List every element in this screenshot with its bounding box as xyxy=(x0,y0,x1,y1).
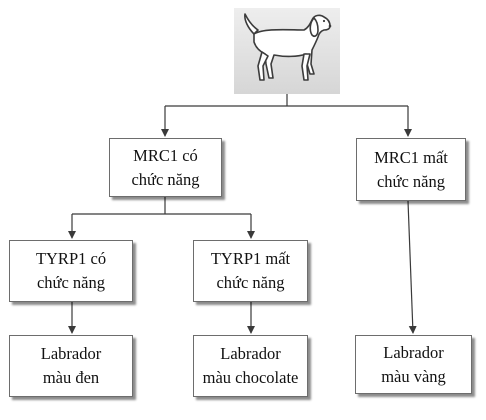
dog-icon-box xyxy=(234,8,340,94)
node-tyrp1-loss-line2: chức năng xyxy=(216,273,285,292)
node-labrador-chocolate-line2: màu chocolate xyxy=(202,368,299,387)
node-mrc1-functional-line2: chức năng xyxy=(131,169,200,189)
node-labrador-yellow: Labrador màu vàng xyxy=(355,335,472,394)
node-mrc1-loss: MRC1 mất chức năng xyxy=(356,138,466,201)
node-mrc1-functional: MRC1 có chức năng xyxy=(109,138,222,197)
node-tyrp1-loss-line1: TYRP1 mất xyxy=(210,249,291,268)
node-tyrp1-loss: TYRP1 mất chức năng xyxy=(193,240,308,302)
node-labrador-black-line1: Labrador xyxy=(40,344,102,363)
node-mrc1-loss-line2: chức năng xyxy=(376,171,446,191)
node-labrador-chocolate-line1: Labrador xyxy=(220,344,281,363)
node-labrador-black: Labrador màu đen xyxy=(9,335,133,397)
node-mrc1-loss-line1: MRC1 mất xyxy=(374,147,448,167)
node-tyrp1-functional-line1: TYRP1 có xyxy=(35,249,107,268)
node-labrador-yellow-line1: Labrador xyxy=(383,342,444,362)
dog-icon xyxy=(244,13,332,81)
node-tyrp1-functional-line2: chức năng xyxy=(36,273,106,292)
node-tyrp1-functional: TYRP1 có chức năng xyxy=(9,240,133,302)
node-labrador-black-line2: màu đen xyxy=(42,368,100,387)
node-labrador-chocolate: Labrador màu chocolate xyxy=(193,335,308,397)
node-labrador-yellow-line2: màu vàng xyxy=(381,366,446,386)
arrow-to-labrador-yellow xyxy=(407,200,417,334)
node-mrc1-functional-line1: MRC1 có xyxy=(133,145,198,165)
